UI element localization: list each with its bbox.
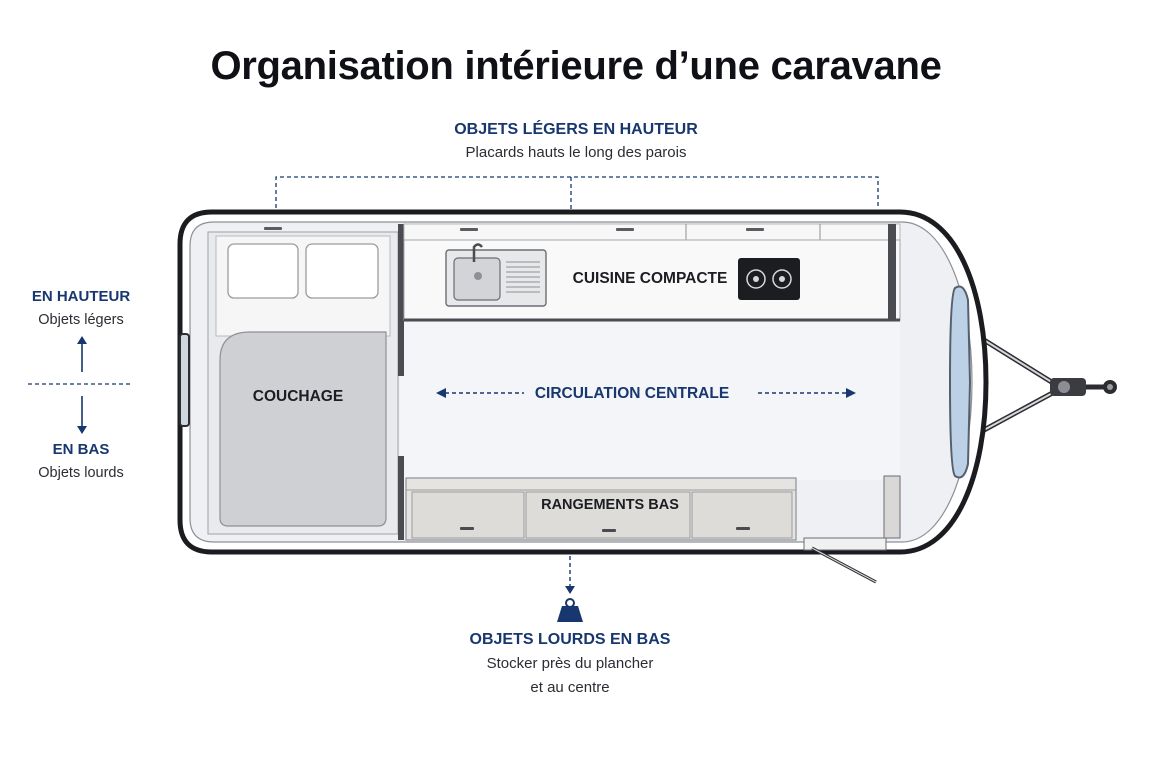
partition-top <box>398 224 404 376</box>
lower-storage-label: RANGEMENTS BAS <box>541 497 679 513</box>
partition-bottom <box>398 456 404 540</box>
bottom-callout-subtext-1: Stocker près du plancher <box>486 655 654 672</box>
page-title: Organisation intérieure d’une caravane <box>210 44 942 88</box>
sink-icon <box>445 243 547 307</box>
pillow-left <box>227 243 299 299</box>
upper-cabinets <box>403 223 901 241</box>
hitch-icon <box>982 337 1117 433</box>
legend-top-heading: EN HAUTEUR <box>31 288 131 305</box>
pillow-right <box>305 243 379 299</box>
top-callout-subtext: Placards hauts le long des parois <box>465 144 687 161</box>
front-window <box>948 285 972 479</box>
front-cabinet <box>883 475 901 539</box>
weight-icon <box>557 598 583 622</box>
entry-door <box>803 537 887 584</box>
kitchen-label: CUISINE COMPACTE <box>572 270 728 287</box>
lower-storage <box>405 477 797 541</box>
circulation-arrow-left <box>436 388 524 398</box>
bed-mattress <box>219 331 387 527</box>
bed-label: COUCHAGE <box>252 388 344 405</box>
bottom-callout-heading: OBJETS LOURDS EN BAS <box>469 631 671 648</box>
legend-bottom-heading: EN BAS <box>52 441 110 458</box>
bottom-down-arrow <box>565 556 575 594</box>
cooktop-icon <box>738 258 800 300</box>
legend-up-arrow <box>77 336 87 372</box>
legend-down-arrow <box>77 396 87 434</box>
aisle-label: CIRCULATION CENTRALE <box>534 385 730 402</box>
legend-bottom-subtext: Objets lourds <box>38 465 124 481</box>
floor <box>400 322 900 480</box>
top-callout-heading: OBJETS LÉGERS EN HAUTEUR <box>454 121 698 138</box>
legend-top-subtext: Objets légers <box>38 312 124 328</box>
bottom-callout-subtext-2: et au centre <box>530 679 610 696</box>
rear-window <box>179 333 190 427</box>
circulation-arrow-right <box>758 388 856 398</box>
